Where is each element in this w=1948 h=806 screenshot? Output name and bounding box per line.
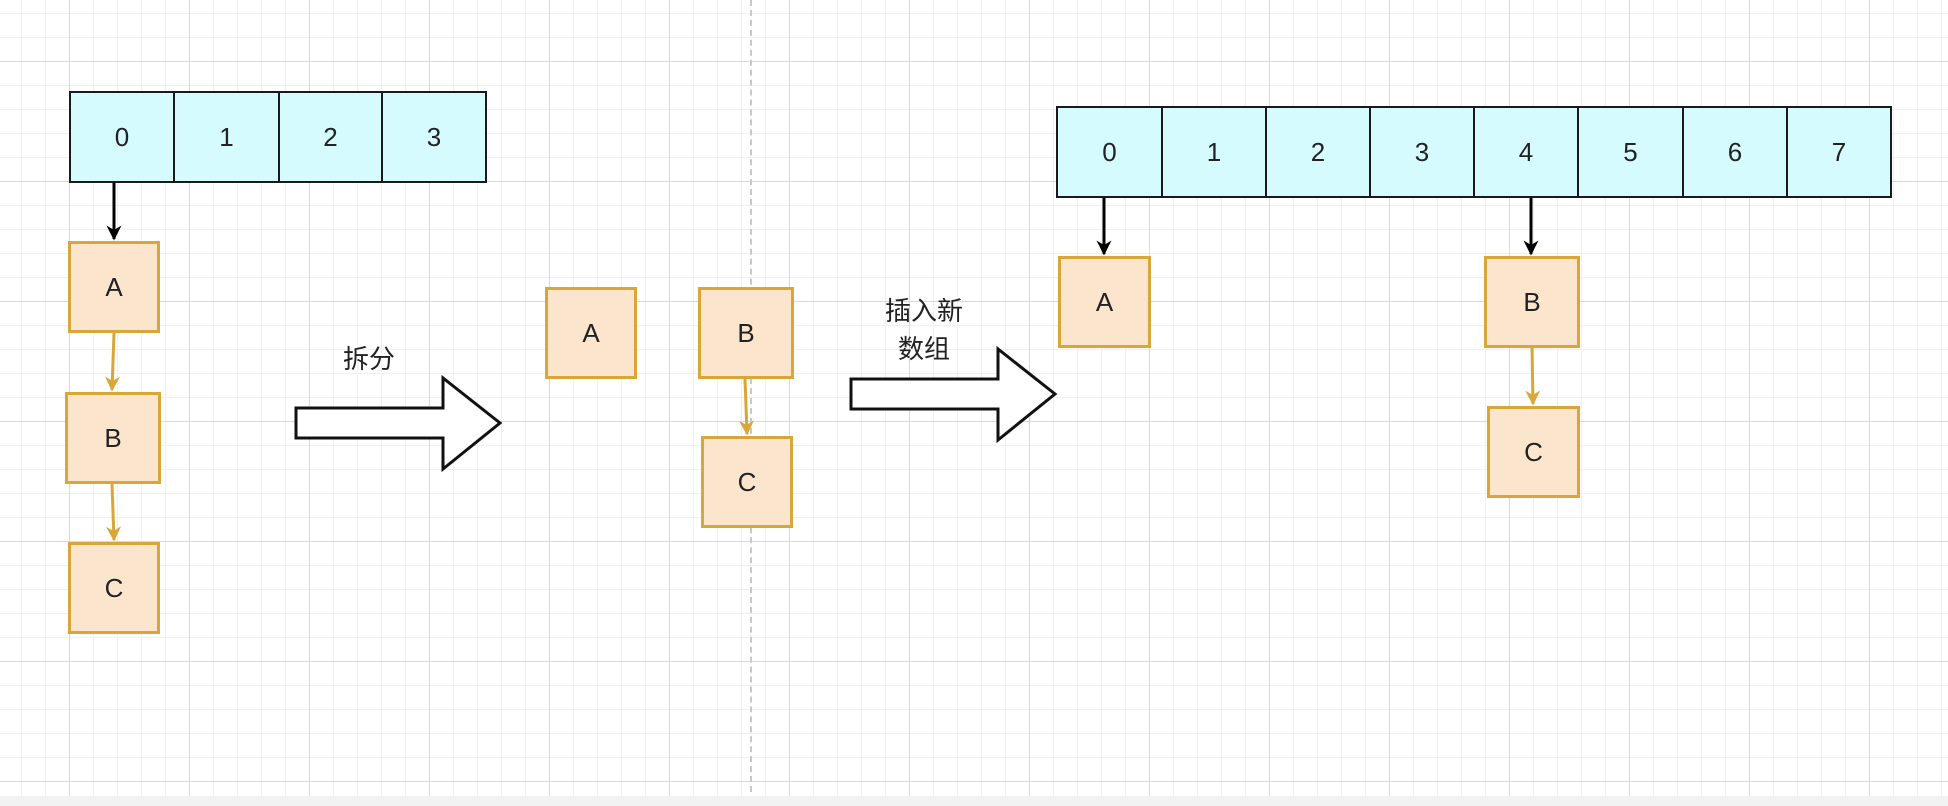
right-array-cell-3[interactable]: 3 xyxy=(1369,106,1475,198)
insert-label-line1: 插入新 xyxy=(884,297,963,327)
right-array-cell-2[interactable]: 2 xyxy=(1265,106,1371,198)
left-node-c[interactable]: C xyxy=(68,542,160,634)
right-node-c[interactable]: C xyxy=(1487,406,1580,498)
left-array-cell-3[interactable]: 3 xyxy=(381,91,487,183)
left-array-cell-1[interactable]: 1 xyxy=(173,91,280,183)
middle-link-b-c xyxy=(739,378,755,436)
split-label: 拆分 xyxy=(342,345,395,375)
middle-node-a[interactable]: A xyxy=(545,287,637,379)
right-array-cell-5[interactable]: 5 xyxy=(1577,106,1684,198)
right-array-cell-1[interactable]: 1 xyxy=(1161,106,1267,198)
right-array-cell-4[interactable]: 4 xyxy=(1473,106,1579,198)
left-node-a[interactable]: A xyxy=(68,241,160,333)
left-link-a-b xyxy=(104,332,120,392)
right-link-b-c xyxy=(1525,347,1541,406)
split-block-arrow xyxy=(294,374,503,473)
left-array-cell-0[interactable]: 0 xyxy=(69,91,175,183)
middle-node-c[interactable]: C xyxy=(701,436,793,528)
insert-label-line2: 数组 xyxy=(897,335,950,365)
bottom-strip xyxy=(0,796,1948,806)
right-array-cell-0[interactable]: 0 xyxy=(1056,106,1163,198)
right-array-cell-7[interactable]: 7 xyxy=(1786,106,1892,198)
left-array-cell-2[interactable]: 2 xyxy=(278,91,383,183)
left-node-b[interactable]: B xyxy=(65,392,161,484)
right-node-a[interactable]: A xyxy=(1058,256,1151,348)
left-link-b-c xyxy=(106,483,122,542)
right-array-cell-6[interactable]: 6 xyxy=(1682,106,1788,198)
right-node-b[interactable]: B xyxy=(1484,256,1580,348)
middle-node-b[interactable]: B xyxy=(698,287,794,379)
section-divider xyxy=(750,0,752,792)
